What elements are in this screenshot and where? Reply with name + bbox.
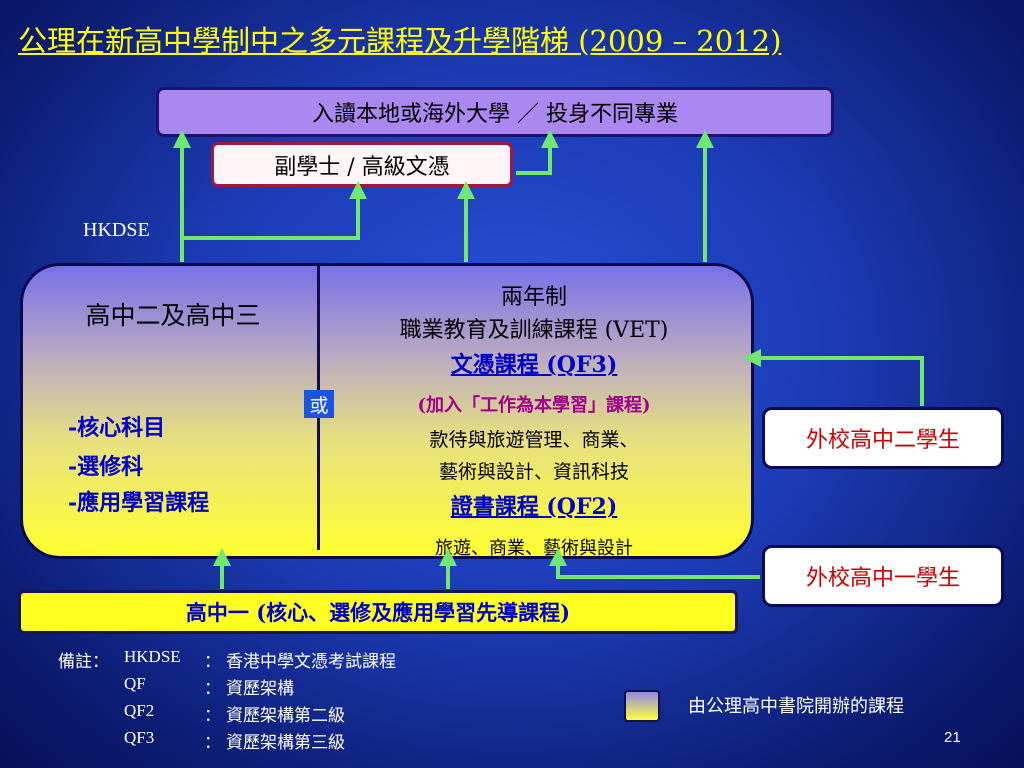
- qf2-subjects: 旅遊、商業、藝術與設計: [435, 538, 633, 559]
- qf3-subjects-line1: 款待與旅遊管理、商業、: [429, 429, 639, 451]
- legend-swatch: [624, 690, 660, 722]
- page-number: 21: [944, 729, 961, 746]
- legend-label: 由公理高中書院開辦的課程: [688, 696, 904, 717]
- note-term-qf3: QF3: [124, 728, 155, 747]
- note-term-qf2: QF2: [124, 701, 155, 720]
- qf3-subjects-line2: 藝術與設計、資訊科技: [438, 461, 629, 483]
- arrow-external-s5: [743, 349, 924, 406]
- associate-degree-box: 副學士 / 高級文憑: [211, 142, 513, 187]
- note-desc-qf3: 資歷架構第三級: [226, 733, 345, 753]
- note-desc-hkdse: 香港中學文憑考試課程: [226, 652, 396, 672]
- qf2-title: 證書課程 (QF2): [450, 494, 618, 520]
- subject-applied-learning: -應用學習課程: [68, 490, 210, 516]
- subject-core: -核心科目: [68, 415, 166, 441]
- notes-prefix: 備註：: [58, 652, 109, 672]
- external-s4-box: 外校高中一學生: [762, 545, 1004, 607]
- s4-box: 高中一 (核心、選修及應用學習先導課程): [18, 590, 738, 634]
- university-box: 入讀本地或海外大學 ／ 投身不同專業: [156, 87, 834, 137]
- senior-secondary-box: [20, 263, 754, 559]
- page-title: 公理在新高中學制中之多元課程及升學階梯 (2009 – 2012): [18, 24, 782, 58]
- note-sep: ：: [204, 733, 221, 753]
- or-badge: 或: [304, 390, 334, 418]
- arrow-hkdse-to-associate: [182, 181, 367, 240]
- s5-s6-title: 高中二及高中三: [85, 301, 261, 330]
- arrow-associate-to-university: [516, 130, 559, 175]
- vet-duration: 兩年制: [500, 285, 567, 310]
- work-based-learning-note: (加入「工作為本學習」課程): [417, 395, 651, 416]
- external-s5-box: 外校高中二學生: [762, 407, 1004, 469]
- note-desc-qf2: 資歷架構第二級: [226, 706, 345, 726]
- note-sep: ：: [204, 679, 221, 699]
- note-sep: ：: [204, 652, 221, 672]
- arrow-external-s4: [549, 548, 760, 579]
- note-desc-qf: 資歷架構: [226, 679, 294, 699]
- qf3-title: 文憑課程 (QF3): [450, 352, 618, 378]
- subject-elective: -選修科: [68, 454, 144, 480]
- note-term-hkdse: HKDSE: [124, 647, 181, 666]
- note-sep: ：: [204, 706, 221, 726]
- hkdse-label: HKDSE: [83, 219, 150, 241]
- vet-title: 職業教育及訓練課程 (VET): [399, 318, 669, 343]
- note-term-qf: QF: [124, 674, 146, 693]
